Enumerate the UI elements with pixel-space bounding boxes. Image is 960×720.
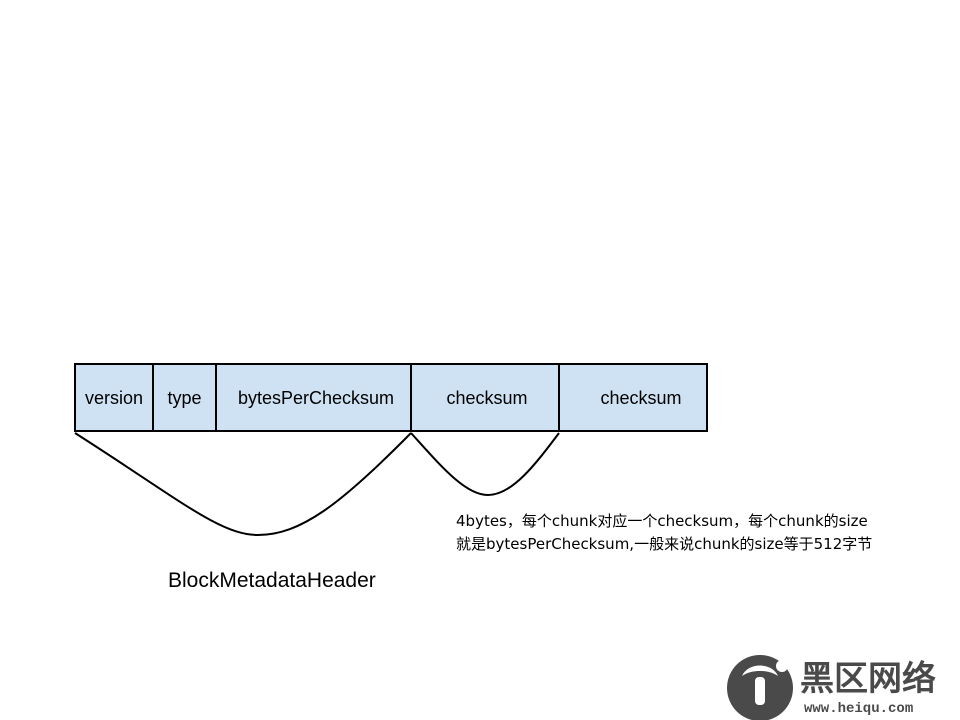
field-version: version <box>74 363 154 432</box>
watermark-logo-icon <box>727 655 793 720</box>
checksum-brace <box>410 432 560 497</box>
checksum-note-line1: 4bytes，每个chunk对应一个checksum，每个chunk的size <box>456 512 868 530</box>
field-bytes-per-checksum: bytesPerChecksum <box>215 363 412 432</box>
checksum-note-line2: 就是bytesPerChecksum,一般来说chunk的size等于512字节 <box>456 535 872 553</box>
header-caption: BlockMetadataHeader <box>168 569 376 592</box>
watermark: 黑区网络 www.heiqu.com <box>727 655 936 720</box>
field-type-label: type <box>167 388 201 408</box>
field-bytes-per-checksum-label: bytesPerChecksum <box>238 388 394 408</box>
field-checksum-1: checksum <box>410 363 560 432</box>
field-checksum-2-label: checksum <box>600 388 681 408</box>
field-row: version type bytesPerChecksum checksum c… <box>74 363 708 432</box>
field-checksum-1-label: checksum <box>446 388 527 408</box>
field-type: type <box>152 363 217 432</box>
header-brace <box>74 432 412 537</box>
watermark-name: 黑区网络 <box>800 659 936 699</box>
field-version-label: version <box>85 388 143 408</box>
field-checksum-2: checksum <box>558 363 708 432</box>
watermark-url: www.heiqu.com <box>804 701 913 717</box>
